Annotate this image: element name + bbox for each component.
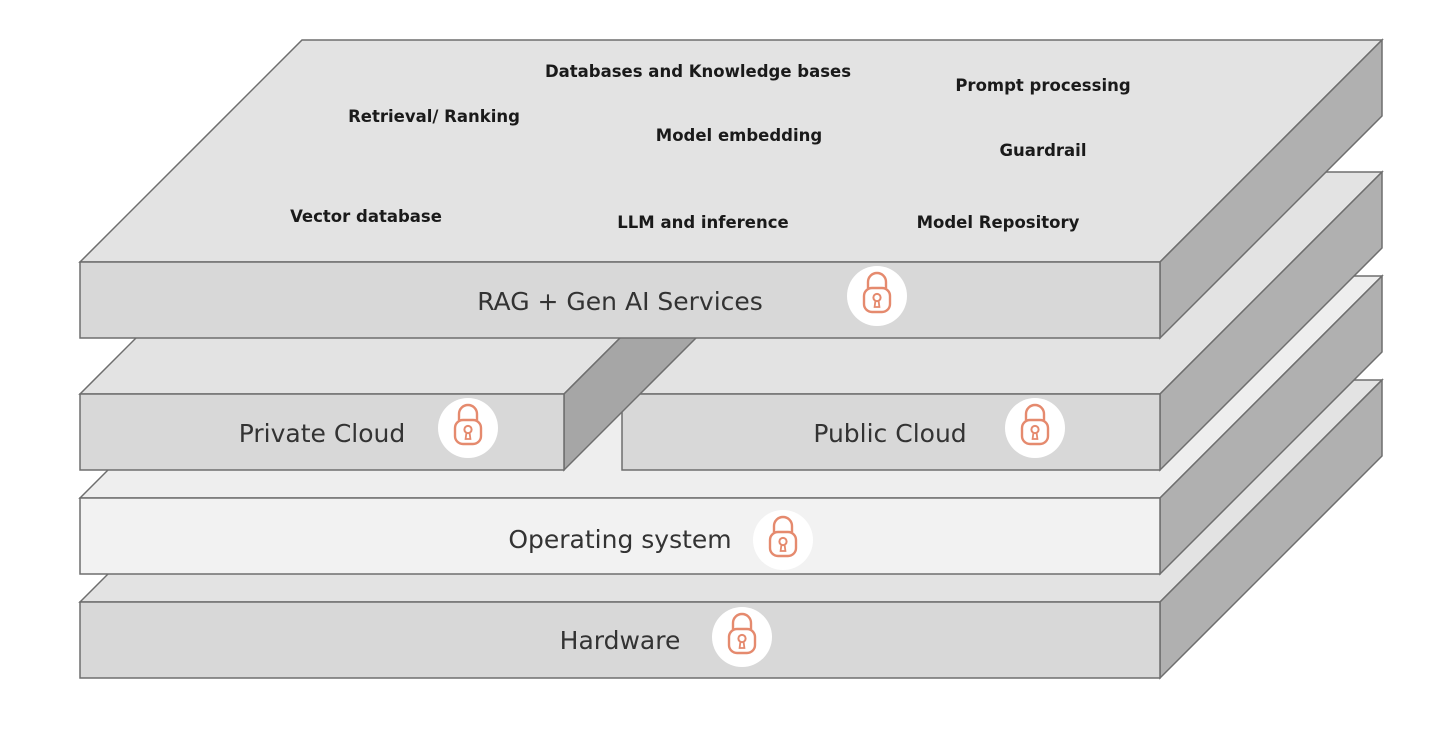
hardware-label: Hardware <box>560 626 681 655</box>
public-cloud-label: Public Cloud <box>813 419 966 448</box>
service-model-embedding: Model embedding <box>656 126 822 145</box>
public-cloud-lock-icon <box>1003 396 1067 460</box>
os-front-face <box>79 497 1161 575</box>
os-lock-icon <box>751 508 815 572</box>
hardware-lock-icon <box>710 605 774 669</box>
rag-label: RAG + Gen AI Services <box>477 287 763 316</box>
rag-front-face <box>79 261 1161 339</box>
service-llm-and-inference: LLM and inference <box>617 213 788 232</box>
os-label: Operating system <box>508 525 731 554</box>
private-cloud-label: Private Cloud <box>239 419 406 448</box>
hardware-front-face <box>79 601 1161 679</box>
service-vector-database: Vector database <box>290 207 442 226</box>
service-retrieval-ranking: Retrieval/ Ranking <box>348 107 520 126</box>
public-cloud-front-face <box>621 393 1161 471</box>
private-cloud-lock-icon <box>436 396 500 460</box>
rag-lock-icon <box>845 264 909 328</box>
service-databases-and-knowledge-bases: Databases and Knowledge bases <box>545 62 851 81</box>
service-model-repository: Model Repository <box>917 213 1080 232</box>
service-prompt-processing: Prompt processing <box>955 76 1130 95</box>
services-list: Databases and Knowledge bases Prompt pro… <box>290 62 1131 232</box>
service-guardrail: Guardrail <box>1000 141 1087 160</box>
layer-rag-services: RAG + Gen AI Services Databases and Know… <box>78 38 1384 340</box>
